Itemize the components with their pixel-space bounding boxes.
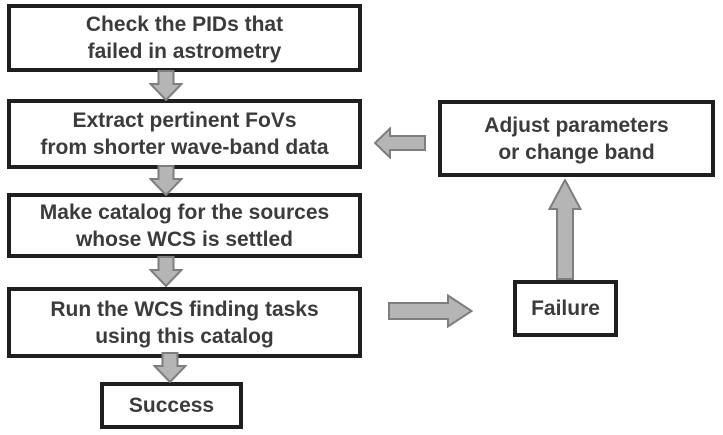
node-run-wcs-line1: Run the WCS finding tasks <box>50 297 319 321</box>
node-success-label: Success <box>128 394 215 417</box>
node-check-pids: Check the PIDs that failed in astrometry <box>7 4 362 72</box>
node-make-catalog-line2: whose WCS is settled <box>75 227 294 251</box>
node-run-wcs-line2: using this catalog <box>95 324 274 348</box>
right-arrow-icon <box>388 294 473 328</box>
left-arrow-icon <box>374 127 426 159</box>
node-check-pids-line1: Check the PIDs that <box>85 13 284 36</box>
down-arrow-icon <box>149 256 183 287</box>
node-extract-fovs: Extract pertinent FoVs from shorter wave… <box>7 99 362 169</box>
node-check-pids-line2: failed in astrometry <box>87 40 282 63</box>
node-failure-label: Failure <box>531 297 600 320</box>
node-failure: Failure <box>513 280 618 337</box>
up-arrow-icon <box>548 179 582 280</box>
down-arrow-icon <box>149 165 183 196</box>
node-adjust-parameters: Adjust parameters or change band <box>438 100 715 177</box>
node-adjust-parameters-line2: or change band <box>498 140 655 164</box>
down-arrow-icon <box>153 352 187 383</box>
node-adjust-parameters-line1: Adjust parameters <box>484 113 669 137</box>
node-run-wcs: Run the WCS finding tasks using this cat… <box>7 287 362 358</box>
node-extract-fovs-line2: from shorter wave-band data <box>40 136 329 159</box>
down-arrow-icon <box>149 70 183 101</box>
node-extract-fovs-line1: Extract pertinent FoVs <box>72 109 297 132</box>
node-success: Success <box>100 382 243 429</box>
node-make-catalog: Make catalog for the sources whose WCS i… <box>7 193 362 258</box>
node-make-catalog-line1: Make catalog for the sources <box>39 200 330 224</box>
